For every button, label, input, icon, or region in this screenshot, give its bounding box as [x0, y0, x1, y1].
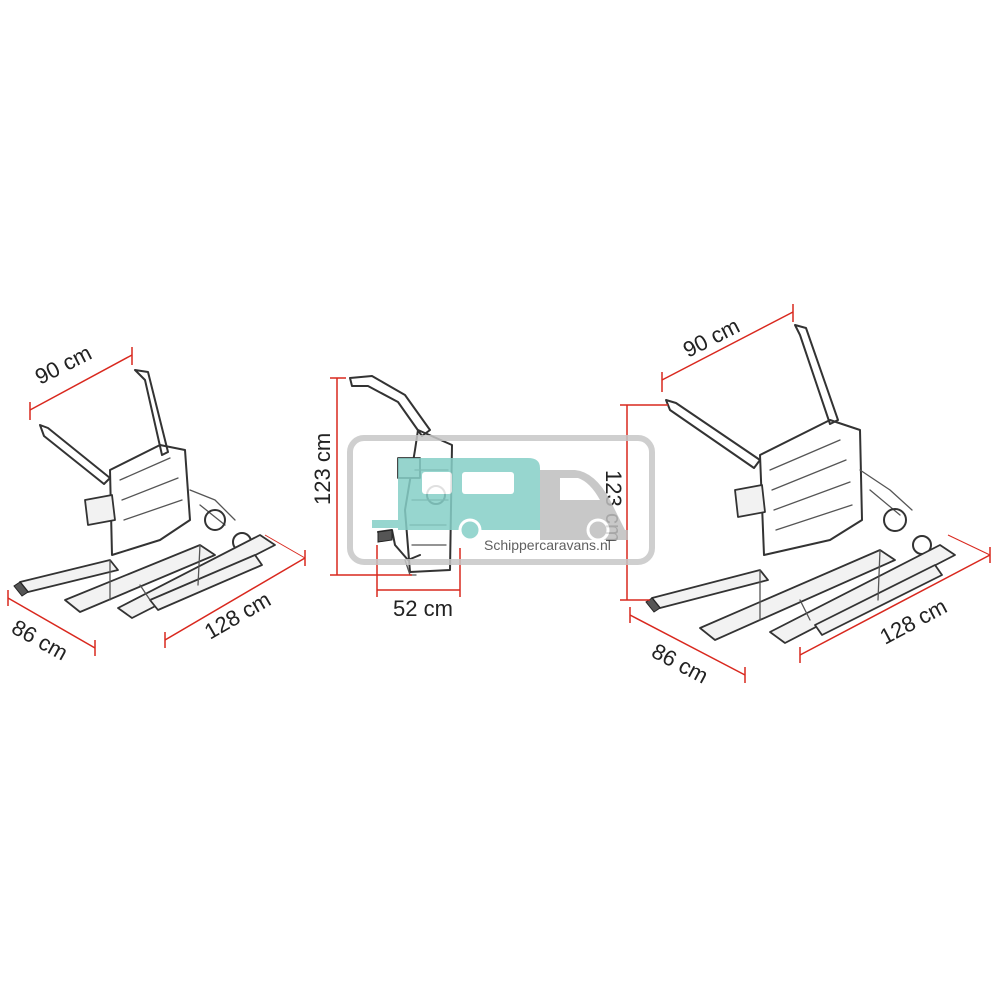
middle-height-dimension: 123 cm — [310, 377, 412, 576]
right-width-dimension: 90 cm — [661, 304, 794, 392]
left-view-rack — [13, 369, 276, 619]
right-depth-label: 86 cm — [648, 638, 713, 688]
left-width-dimension: 90 cm — [29, 340, 133, 420]
right-view-rack — [645, 324, 956, 644]
watermark-frame — [347, 435, 655, 565]
middle-depth-dimension: 52 cm — [376, 545, 461, 621]
watermark-text: Schippercaravans.nl — [484, 537, 611, 553]
watermark: Schippercaravans.nl — [347, 435, 655, 565]
left-width-label: 90 cm — [31, 340, 96, 389]
left-length-label: 128 cm — [200, 587, 275, 645]
middle-height-label: 123 cm — [310, 433, 335, 505]
middle-depth-label: 52 cm — [393, 596, 453, 621]
left-depth-label: 86 cm — [8, 615, 73, 666]
camper-van-icon — [372, 458, 628, 542]
